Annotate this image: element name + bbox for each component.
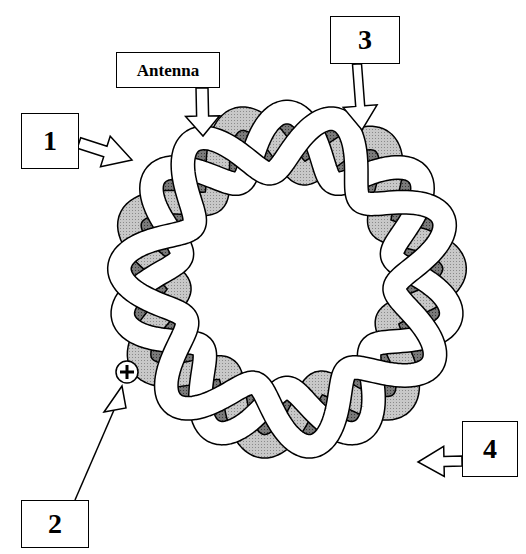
callout-number: 3 xyxy=(358,26,372,54)
plus-marker xyxy=(126,365,129,379)
strand-outline xyxy=(119,119,444,447)
braided-ring xyxy=(119,112,454,446)
callout-box: 2 xyxy=(21,500,89,548)
part-label: Antenna xyxy=(137,62,199,79)
callout-number: 1 xyxy=(43,127,57,155)
pointer-arrow xyxy=(343,64,377,130)
pointer-arrow xyxy=(77,136,132,167)
leader-line xyxy=(75,410,114,500)
callout-number: 2 xyxy=(48,510,62,538)
callout-box: Antenna xyxy=(116,52,220,88)
pointer-arrow xyxy=(186,88,220,136)
callout-box: 1 xyxy=(21,113,79,169)
braid-strand xyxy=(119,119,444,447)
plus-marker xyxy=(116,361,138,383)
callout-box: 3 xyxy=(330,16,400,64)
pointer-head xyxy=(104,386,126,412)
callout-box: 4 xyxy=(462,421,518,477)
pointer-arrow xyxy=(418,446,462,476)
callout-number: 4 xyxy=(483,435,497,463)
pointer-arrows xyxy=(75,64,462,500)
